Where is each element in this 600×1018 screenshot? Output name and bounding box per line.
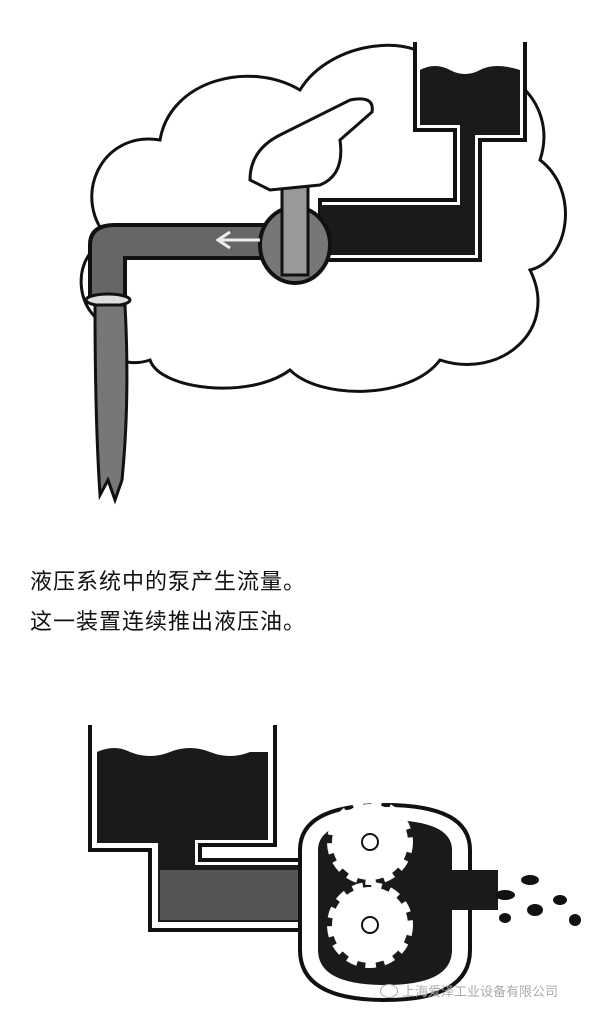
hand bbox=[248, 97, 374, 192]
oil-stream bbox=[93, 303, 129, 505]
caption-line-2: 这一装置连续推出液压油。 bbox=[30, 610, 307, 635]
watermark: 上海爱泽工业设备有限公司 bbox=[380, 981, 558, 1000]
gear-pump-illustration bbox=[88, 725, 581, 1003]
flow-arrow bbox=[215, 230, 260, 250]
tap-analogy-illustration bbox=[79, 42, 567, 505]
valve-stem bbox=[280, 178, 310, 277]
caption-line-1: 液压系统中的泵产生流量。 bbox=[30, 570, 307, 595]
pump-outlet bbox=[450, 870, 498, 910]
watermark-text: 上海爱泽工业设备有限公司 bbox=[402, 985, 559, 1000]
lower-gear bbox=[327, 882, 413, 968]
wechat-icon bbox=[380, 983, 398, 998]
pump-inlet-flow bbox=[160, 870, 320, 920]
oil-droplets bbox=[495, 875, 581, 926]
upper-gear bbox=[327, 799, 413, 885]
lower-gear-hub bbox=[361, 916, 379, 934]
tank-oil bbox=[320, 66, 520, 255]
upper-gear-hub bbox=[361, 833, 379, 851]
